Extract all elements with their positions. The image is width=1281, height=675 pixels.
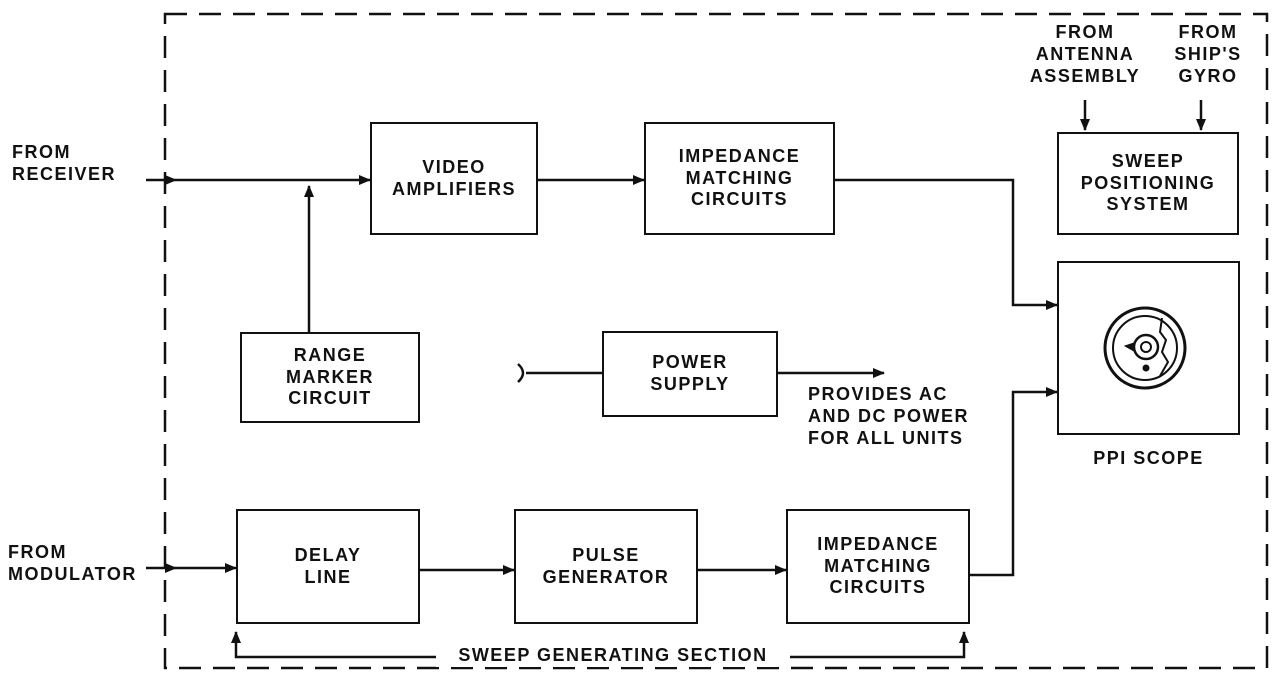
from-antenna-line-3: ASSEMBLY: [1030, 66, 1140, 88]
from-modulator-line-2: MODULATOR: [8, 564, 137, 586]
sweep-generating-text: SWEEP GENERATING SECTION: [458, 645, 767, 667]
provides-power-line-3: FOR ALL UNITS: [808, 428, 969, 450]
impedance-bottom-line-2: MATCHING: [824, 556, 932, 578]
range-marker-line-3: CIRCUIT: [288, 388, 372, 410]
delay-line-line-1: DELAY: [295, 545, 362, 567]
ppi-scope-box: [1057, 261, 1240, 435]
power-supply-line-2: SUPPLY: [650, 374, 729, 396]
sweep-bracket-left: [236, 632, 436, 657]
impedance-matching-bottom-box: IMPEDANCE MATCHING CIRCUITS: [786, 509, 970, 624]
provides-power-label: PROVIDES AC AND DC POWER FOR ALL UNITS: [808, 384, 969, 450]
sweep-positioning-line-2: POSITIONING: [1081, 173, 1216, 195]
impedance-top-line-3: CIRCUITS: [691, 189, 788, 211]
video-amplifiers-line-2: AMPLIFIERS: [392, 179, 516, 201]
from-gyro-line-1: FROM: [1179, 22, 1238, 44]
from-modulator-label: FROM MODULATOR: [8, 542, 137, 586]
arrow-impedance-ppi: [835, 180, 1057, 305]
delay-line-line-2: LINE: [304, 567, 351, 589]
impedance-bottom-line-3: CIRCUITS: [830, 577, 927, 599]
sweep-positioning-line-3: SYSTEM: [1106, 194, 1189, 216]
impedance-matching-top-box: IMPEDANCE MATCHING CIRCUITS: [644, 122, 835, 235]
sweep-generating-label: SWEEP GENERATING SECTION: [436, 645, 790, 667]
from-receiver-line-2: RECEIVER: [12, 164, 116, 186]
from-gyro-label: FROM SHIP'S GYRO: [1163, 22, 1253, 88]
pulse-generator-box: PULSE GENERATOR: [514, 509, 698, 624]
from-gyro-line-3: GYRO: [1178, 66, 1237, 88]
from-antenna-line-2: ANTENNA: [1036, 44, 1135, 66]
ppi-scope-label: PPI SCOPE: [1057, 448, 1240, 470]
from-modulator-line-1: FROM: [8, 542, 137, 564]
range-marker-line-2: MARKER: [286, 367, 374, 389]
range-marker-box: RANGE MARKER CIRCUIT: [240, 332, 420, 423]
power-supply-line-1: POWER: [652, 352, 728, 374]
impedance-bottom-line-1: IMPEDANCE: [817, 534, 939, 556]
pulse-generator-line-1: PULSE: [572, 545, 640, 567]
impedance-top-line-1: IMPEDANCE: [679, 146, 801, 168]
video-amplifiers-box: VIDEO AMPLIFIERS: [370, 122, 538, 235]
power-in-mark: [518, 364, 523, 382]
sweep-bracket-right: [790, 632, 964, 657]
delay-line-box: DELAY LINE: [236, 509, 420, 624]
from-gyro-line-2: SHIP'S: [1174, 44, 1241, 66]
impedance-top-line-2: MATCHING: [686, 168, 794, 190]
from-receiver-line-1: FROM: [12, 142, 116, 164]
sweep-positioning-line-1: SWEEP: [1112, 151, 1185, 173]
provides-power-line-1: PROVIDES AC: [808, 384, 969, 406]
range-marker-line-1: RANGE: [294, 345, 367, 367]
pulse-generator-line-2: GENERATOR: [543, 567, 670, 589]
from-antenna-label: FROM ANTENNA ASSEMBLY: [1026, 22, 1144, 88]
arrow-impedance2-ppi: [970, 392, 1057, 575]
power-supply-box: POWER SUPPLY: [602, 331, 778, 417]
provides-power-line-2: AND DC POWER: [808, 406, 969, 428]
from-receiver-label: FROM RECEIVER: [12, 142, 116, 186]
from-antenna-line-1: FROM: [1056, 22, 1115, 44]
video-amplifiers-line-1: VIDEO: [422, 157, 486, 179]
ppi-scope-text: PPI SCOPE: [1093, 448, 1204, 470]
sweep-positioning-box: SWEEP POSITIONING SYSTEM: [1057, 132, 1239, 235]
